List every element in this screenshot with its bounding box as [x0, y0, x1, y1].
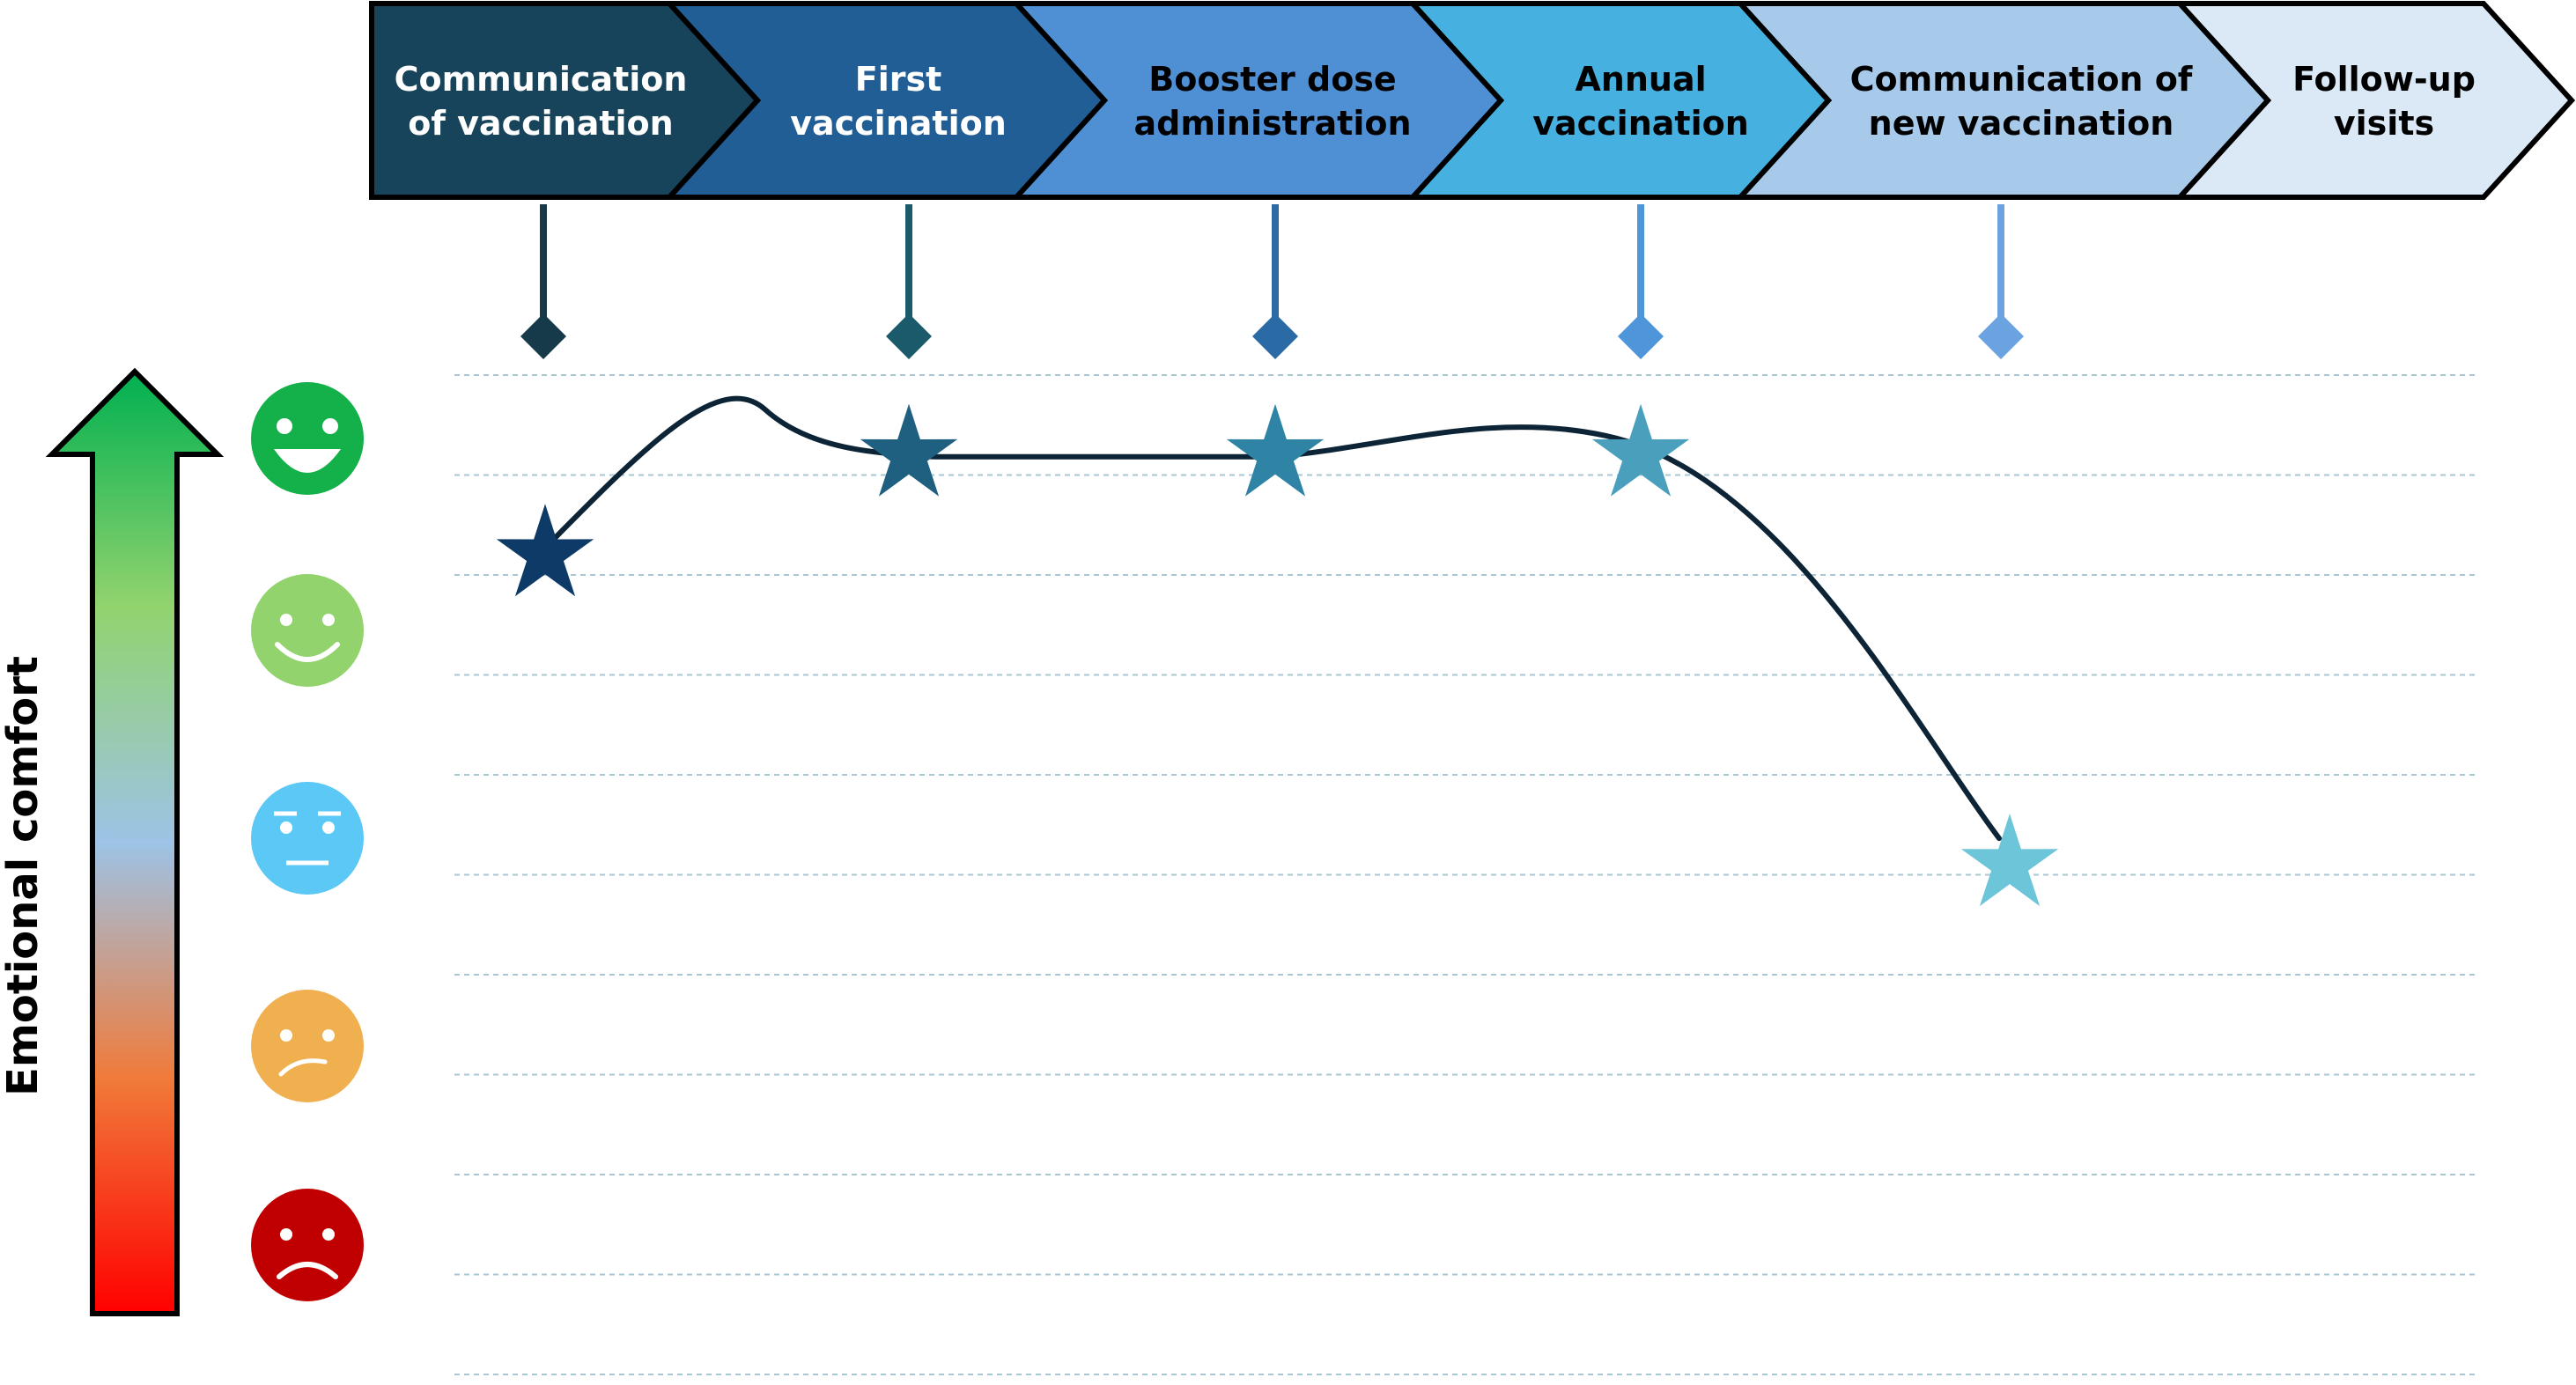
- stage-chevron-header: Communication of vaccination First vaccinat…: [369, 1, 2576, 200]
- sad-face-icon: [251, 1189, 364, 1301]
- comfort-curve: [543, 395, 2002, 842]
- stage-label: visits: [2334, 104, 2434, 143]
- stage-label: First: [855, 60, 942, 99]
- emotion-faces: [251, 382, 364, 1301]
- stage-label: vaccination: [790, 104, 1007, 143]
- comfort-point-star: [1226, 403, 1325, 497]
- very-happy-face-icon: [251, 382, 364, 495]
- stage-markers: [520, 204, 2024, 359]
- uneasy-face-icon: [251, 990, 364, 1102]
- stage-label: Communication: [395, 60, 688, 99]
- stage-label: Communication of: [1850, 60, 2193, 99]
- comfort-point-star: [496, 504, 594, 597]
- stage-label: of vaccination: [408, 104, 673, 143]
- stage-label: vaccination: [1532, 104, 1749, 143]
- emotional-comfort-axis: Emotional comfort: [0, 367, 225, 1316]
- comfort-point-star: [860, 403, 958, 497]
- stage-chevron: [369, 1, 762, 200]
- gridlines: [454, 374, 2479, 1375]
- stage-marker-diamond: [1252, 313, 1298, 359]
- happy-face-icon: [251, 574, 364, 687]
- stage-marker-diamond: [1978, 313, 2024, 359]
- comfort-point-star: [1591, 403, 1690, 497]
- comfort-gradient-arrow: [45, 367, 225, 1316]
- neutral-face-icon: [251, 782, 364, 895]
- stage-marker-diamond: [1618, 313, 1664, 359]
- stage-label: Follow-up: [2292, 60, 2476, 99]
- stage-marker-diamond: [886, 313, 932, 359]
- stage-label: administration: [1133, 104, 1411, 143]
- stage-label: Annual: [1575, 60, 1706, 99]
- stage-marker-diamond: [520, 313, 566, 359]
- comfort-point-star: [1960, 814, 2059, 907]
- axis-label: Emotional comfort: [0, 656, 48, 1096]
- stage-label: new vaccination: [1869, 104, 2174, 143]
- stage-label: Booster dose: [1148, 60, 1396, 99]
- comfort-curve-chart: [496, 395, 2059, 907]
